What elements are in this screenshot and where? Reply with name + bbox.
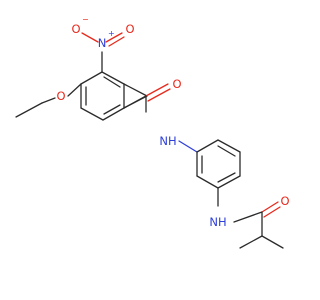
bond-ethyl-ch2-o — [41, 97, 56, 104]
atom-lower-oxygen: O — [280, 194, 289, 208]
bond-ring1-b — [101, 71, 125, 85]
bond-ring2-a — [196, 139, 219, 153]
atom-lower-nh: NH — [209, 215, 226, 229]
bond-nh-ring2 — [178, 140, 198, 153]
molecule-diagram: O N + O − O O NH NH O — [15, 15, 290, 249]
atom-nitro-oxygen-right: O — [125, 22, 134, 36]
bond-ring2-e — [196, 175, 219, 189]
bond-lower-o-1 — [261, 201, 279, 213]
bond-nitro-o-right-1 — [105, 32, 123, 43]
bond-ring2-b-inner — [217, 145, 236, 157]
bond-carbonyl-c — [123, 95, 147, 109]
bond-ring1-a — [80, 71, 103, 85]
bond-isopropyl-left — [239, 235, 263, 249]
bond-nh-carbonyl — [233, 211, 263, 223]
atom-label-layer: O N + O − O O NH NH O — [56, 15, 289, 229]
bond-ring1-b-inner — [103, 76, 121, 88]
bond-ring1-d — [102, 107, 125, 121]
structure-drawing: O N + O − O O NH NH O — [15, 15, 290, 249]
bond-carbonyl-o-2 — [147, 88, 171, 102]
bond-ring2-d — [217, 175, 241, 189]
atom-nitro-nitrogen: N — [98, 36, 107, 50]
bond-ring1-d-inner — [103, 104, 121, 115]
bond-ring2-b — [217, 139, 241, 153]
bond-lower-o-2 — [263, 206, 281, 218]
bond-layer — [15, 32, 284, 249]
nitro-oxygen-left-charge: − — [82, 15, 89, 24]
bond-ring1-e — [80, 107, 104, 121]
nitro-nitrogen-charge: + — [108, 29, 115, 38]
atom-ether-oxygen: O — [56, 89, 65, 103]
bond-ethyl-terminal — [15, 102, 43, 118]
bond-carbonyl-o-1 — [145, 83, 169, 97]
atom-nitro-oxygen-left: O — [71, 22, 80, 36]
bond-isopropyl-right — [261, 235, 284, 249]
atom-amide-nh: NH — [159, 134, 176, 148]
bond-nitro-o-right-2 — [108, 36, 125, 47]
bond-ring2-d-inner — [217, 172, 236, 183]
bond-nitro-o-left — [81, 32, 99, 43]
atom-amide-oxygen: O — [172, 77, 181, 91]
bond-o-ring — [67, 83, 82, 97]
bond-ring-carbonyl — [123, 83, 148, 97]
